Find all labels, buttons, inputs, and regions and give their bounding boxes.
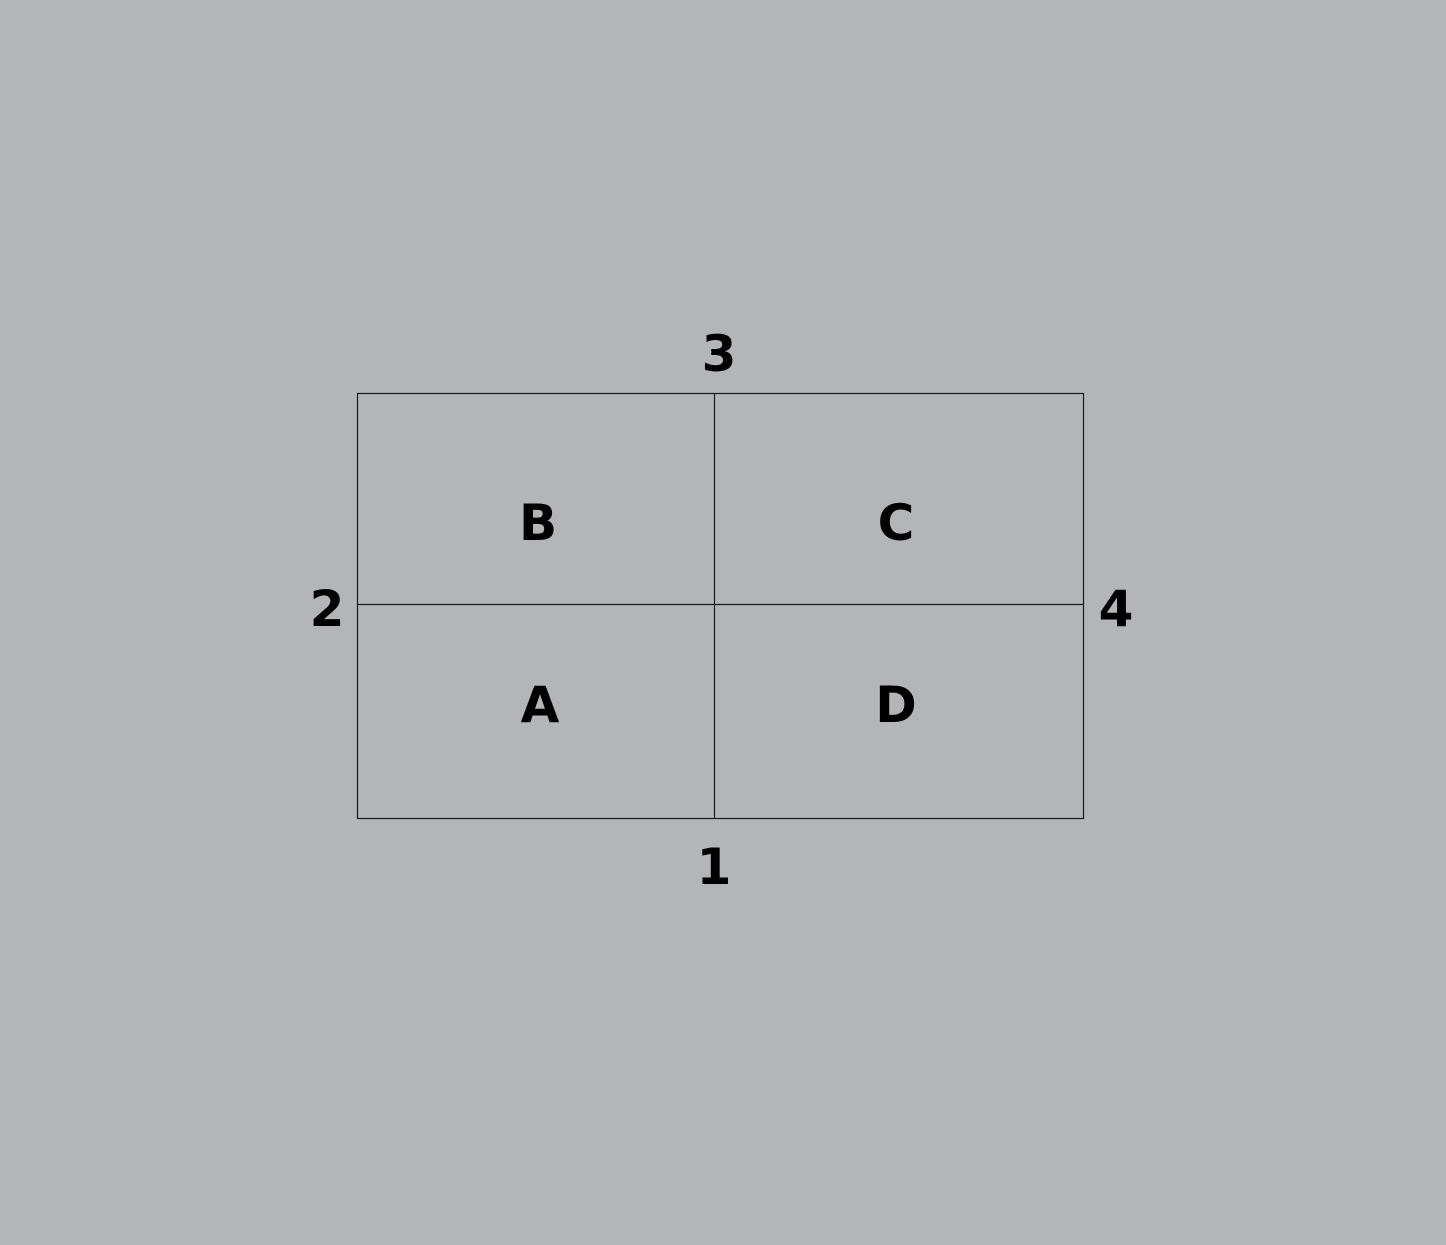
cell-label-bottom-right: D [875, 676, 917, 734]
cell-label-top-right: C [878, 494, 915, 552]
edge-label-left: 2 [310, 580, 345, 638]
edge-label-bottom: 1 [697, 838, 732, 896]
cell-label-bottom-left: A [521, 676, 560, 734]
cell-label-top-left: B [519, 494, 557, 552]
edge-label-right: 4 [1099, 580, 1134, 638]
grid [356, 392, 1085, 820]
edge-label-top: 3 [702, 325, 737, 383]
outer-rectangle [356, 392, 1085, 820]
